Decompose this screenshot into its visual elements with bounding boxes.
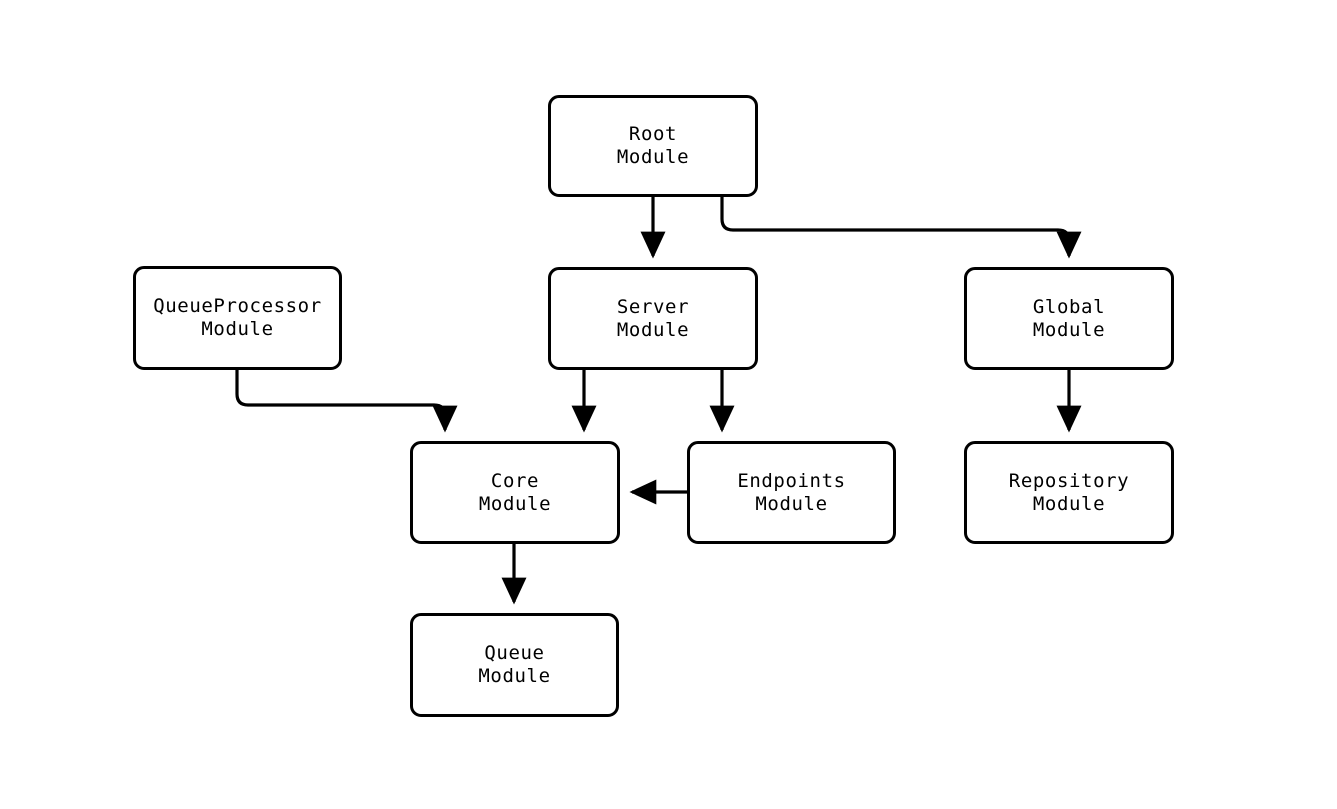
node-endpoints-module-line2: Module (755, 492, 828, 515)
edge-queueprocessor-core (235, 370, 458, 433)
node-queueprocessor-module-line2: Module (201, 318, 274, 340)
node-global-module[interactable]: Global Module (964, 267, 1174, 370)
node-repository-module[interactable]: Repository Module (964, 441, 1174, 544)
node-queueprocessor-module[interactable]: QueueProcessor Module (133, 266, 342, 370)
node-queue-module-line1: Queue (484, 642, 545, 664)
node-core-module-line2: Module (478, 492, 552, 515)
node-server-module[interactable]: Server Module (548, 267, 758, 370)
node-server-module-line1: Server (616, 295, 690, 318)
node-global-module-line2: Module (1032, 318, 1106, 341)
node-root-module[interactable]: Root Module (548, 95, 758, 197)
node-endpoints-module[interactable]: Endpoints Module (687, 441, 896, 544)
node-endpoints-module-line1: Endpoints (737, 469, 846, 492)
node-server-module-line2: Module (616, 318, 690, 341)
node-root-module-line2: Module (616, 146, 690, 168)
node-repository-module-line2: Module (1032, 492, 1106, 515)
node-queue-module-line2: Module (478, 665, 551, 687)
node-core-module[interactable]: Core Module (410, 441, 620, 544)
edge-root-global (720, 197, 1082, 259)
node-core-module-line1: Core (490, 469, 540, 492)
node-queueprocessor-module-line1: QueueProcessor (153, 295, 322, 317)
node-repository-module-line1: Repository (1008, 469, 1130, 492)
node-queue-module[interactable]: Queue Module (410, 613, 619, 717)
node-global-module-line1: Global (1032, 295, 1106, 318)
node-root-module-line1: Root (628, 123, 678, 145)
